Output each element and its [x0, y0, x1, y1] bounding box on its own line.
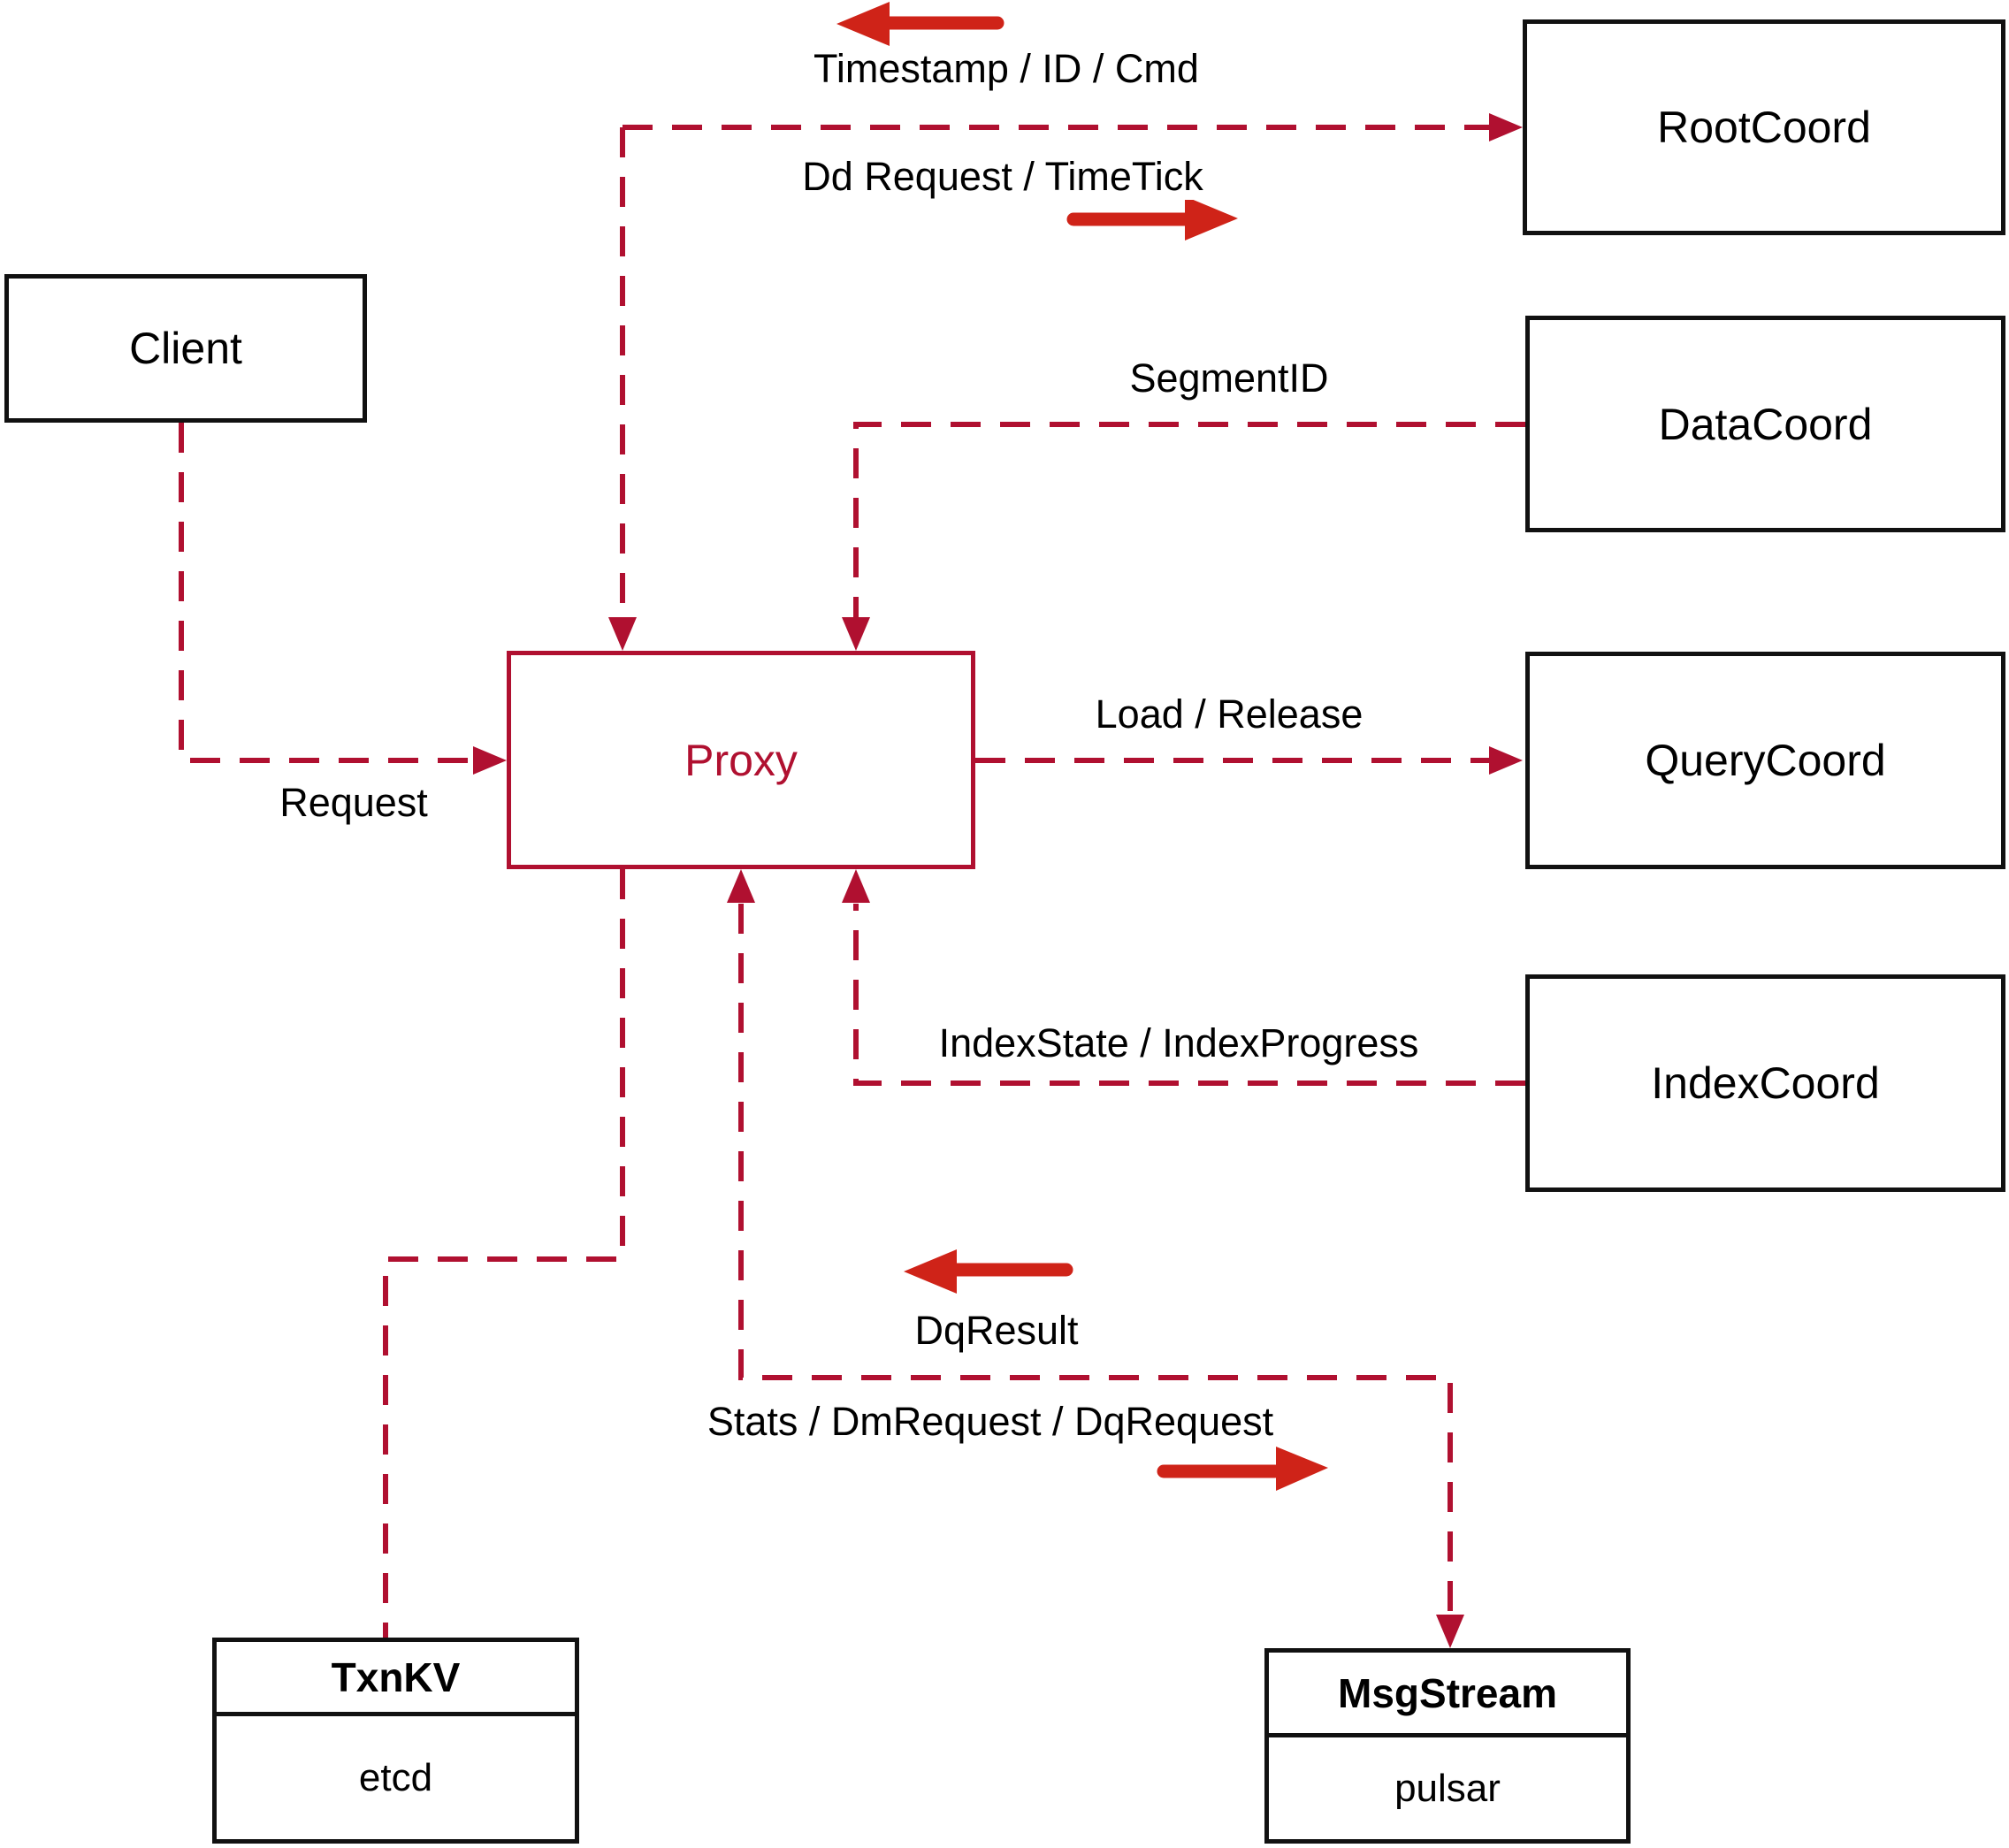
node-querycoord: QueryCoord — [1525, 652, 2005, 869]
edge-label-stats-dm-dq: Stats / DmRequest / DqRequest — [701, 1399, 1279, 1445]
edge-label-request: Request — [274, 780, 433, 826]
arrowhead-into-rootcoord-icon — [1489, 113, 1523, 141]
node-msgstream-title: MsgStream — [1269, 1653, 1626, 1737]
edge-datacoord-proxy — [853, 422, 1525, 619]
node-txnkv-subtitle: etcd — [358, 1755, 433, 1799]
node-proxy: Proxy — [507, 651, 975, 869]
arrowhead-into-querycoord-icon — [1489, 746, 1523, 775]
edge-label-index-state: IndexState / IndexProgress — [933, 1020, 1425, 1066]
edge-label-timestamp-id-cmd: Timestamp / ID / Cmd — [808, 46, 1204, 92]
edge-label-segment-id: SegmentID — [1124, 355, 1334, 401]
arrowhead-into-proxy-top-right-icon — [842, 617, 870, 651]
edge-label-dd-request-timetick: Dd Request / TimeTick — [797, 154, 1209, 200]
edge-proxy-txnkv — [383, 869, 625, 1638]
arrowhead-into-msgstream-icon — [1436, 1615, 1464, 1648]
node-rootcoord-label: RootCoord — [1657, 103, 1871, 152]
arrowhead-into-proxy-top-left-icon — [608, 617, 637, 651]
direction-arrow-left-dqresult-icon — [904, 1249, 1073, 1294]
edge-indexcoord-proxy — [853, 904, 1525, 1086]
node-msgstream-subtitle: pulsar — [1394, 1766, 1501, 1810]
edge-label-load-release: Load / Release — [1089, 691, 1369, 737]
node-txnkv: TxnKV etcd — [212, 1638, 579, 1844]
direction-arrow-left-top-icon — [836, 2, 1004, 46]
direction-arrow-right-ddrequest-icon — [1066, 196, 1238, 241]
node-txnkv-title: TxnKV — [217, 1642, 575, 1716]
arrowhead-into-proxy-left-icon — [473, 746, 507, 775]
node-proxy-label: Proxy — [684, 735, 798, 785]
node-querycoord-label: QueryCoord — [1645, 736, 1886, 785]
node-datacoord-label: DataCoord — [1658, 399, 1873, 449]
edge-client-proxy — [179, 423, 473, 763]
edge-label-dq-result: DqResult — [909, 1308, 1084, 1354]
edge-proxy-msgstream — [738, 904, 1453, 1615]
node-indexcoord: IndexCoord — [1525, 974, 2005, 1192]
node-rootcoord: RootCoord — [1523, 19, 2005, 235]
node-datacoord: DataCoord — [1525, 316, 2005, 532]
arrowhead-into-proxy-bottom-right-icon — [842, 869, 870, 903]
node-client: Client — [4, 274, 367, 423]
node-client-label: Client — [129, 324, 242, 373]
direction-arrow-right-stats-icon — [1157, 1447, 1328, 1491]
node-indexcoord-label: IndexCoord — [1651, 1058, 1880, 1108]
arrowhead-into-proxy-bottom-left-icon — [727, 869, 755, 903]
node-msgstream: MsgStream pulsar — [1264, 1648, 1631, 1844]
